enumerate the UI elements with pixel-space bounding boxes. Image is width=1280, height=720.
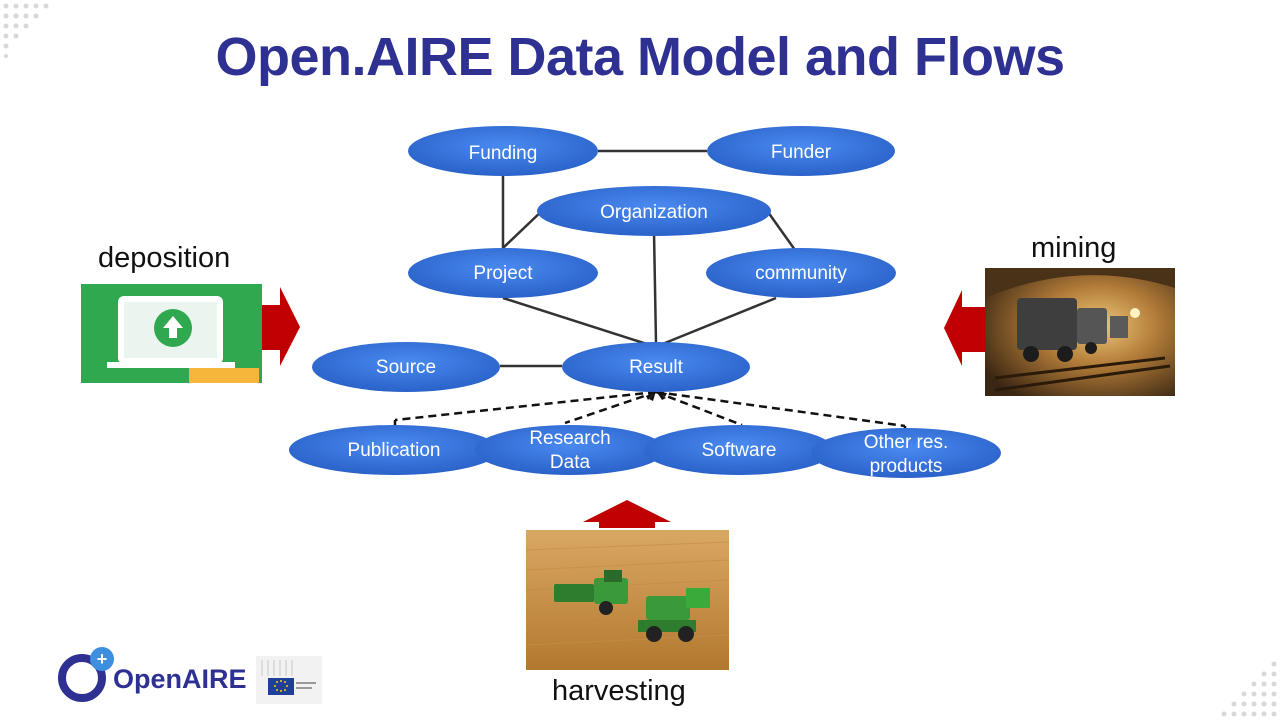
- deposition-label: deposition: [98, 242, 231, 274]
- decorative-dots-bottom-right: [1221, 661, 1277, 717]
- svg-text:Software: Software: [702, 440, 777, 461]
- node-funder: Funder: [707, 126, 895, 176]
- svg-text:products: products: [870, 456, 943, 477]
- openaire-logo-icon: +: [58, 647, 114, 702]
- svg-text:Publication: Publication: [348, 440, 441, 461]
- dashed-arrowheads: [646, 391, 667, 401]
- harvester-photo: [526, 530, 729, 670]
- node-publication: Publication: [289, 425, 499, 475]
- svg-text:community: community: [755, 263, 847, 284]
- node-other-research-products: Other res. products: [811, 428, 1001, 478]
- svg-text:Project: Project: [473, 263, 533, 284]
- svg-text:Research: Research: [529, 428, 610, 449]
- deposition-arrow: [258, 287, 300, 366]
- svg-text:Source: Source: [376, 357, 436, 378]
- node-funding: Funding: [408, 126, 598, 176]
- openaire-logo-text: OpenAIRE: [113, 664, 247, 694]
- solid-connectors: [500, 149, 797, 368]
- svg-text:Funding: Funding: [469, 143, 538, 164]
- svg-text:Funder: Funder: [771, 142, 832, 163]
- svg-text:+: +: [97, 649, 108, 669]
- eu-flag-icon: [256, 656, 322, 704]
- decorative-dots-top-left: [3, 3, 49, 58]
- svg-text:Other res.: Other res.: [864, 432, 948, 453]
- node-result: Result: [562, 342, 750, 392]
- svg-text:Result: Result: [629, 357, 684, 378]
- node-research-data: Research Data: [475, 425, 665, 475]
- mine-cart-photo: [985, 268, 1175, 396]
- node-project: Project: [408, 248, 598, 298]
- upload-laptop-icon: [81, 284, 262, 383]
- svg-text:Data: Data: [550, 452, 591, 473]
- node-software: Software: [644, 425, 834, 475]
- mining-label: mining: [1031, 232, 1117, 264]
- slide-title: Open.AIRE Data Model and Flows: [215, 27, 1065, 87]
- node-source: Source: [312, 342, 500, 392]
- harvesting-arrow: [583, 500, 671, 528]
- svg-text:Organization: Organization: [600, 202, 708, 223]
- harvesting-label: harvesting: [552, 675, 686, 707]
- mining-arrow: [944, 290, 989, 366]
- node-community: community: [706, 248, 896, 298]
- node-organization: Organization: [537, 186, 771, 236]
